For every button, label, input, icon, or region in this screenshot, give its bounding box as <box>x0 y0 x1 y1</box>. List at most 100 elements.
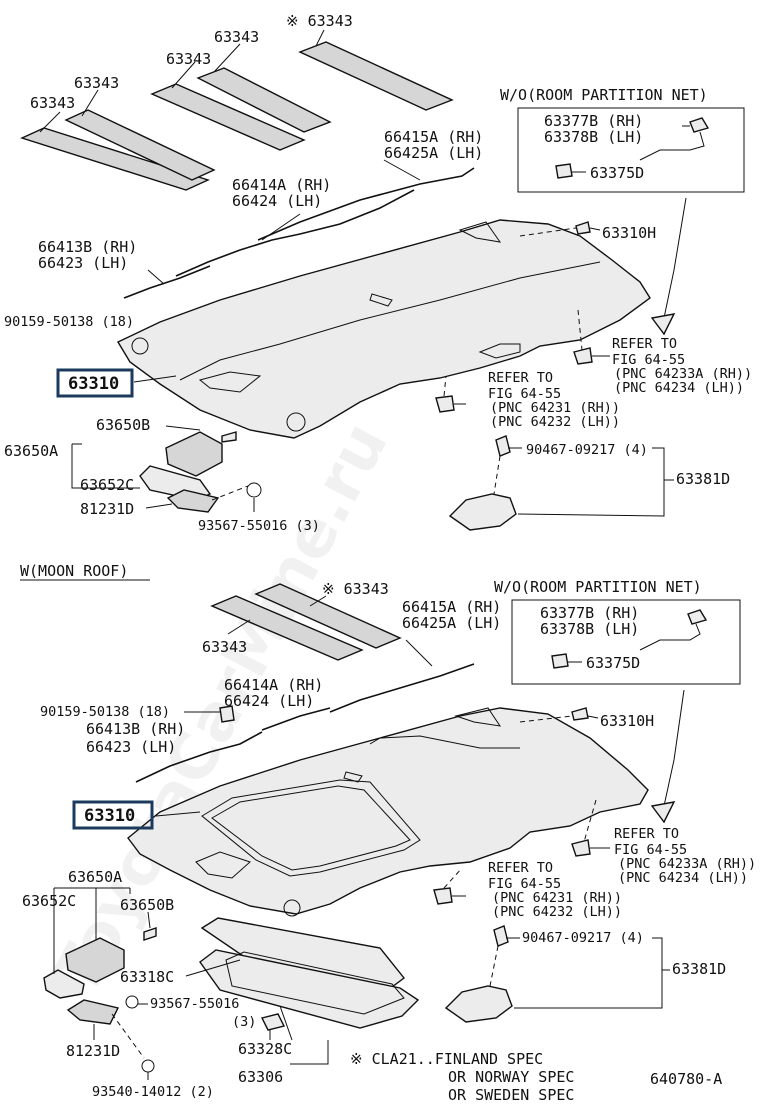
upper-label-63650a: 63650A <box>4 442 58 460</box>
lower-label-wo-partition: W/O(ROOM PARTITION NET) <box>494 578 702 596</box>
upper-label-strip-d: 63343 <box>30 94 75 112</box>
upper-lamp-63650a <box>165 431 223 477</box>
lower-part-63328c <box>260 1013 286 1031</box>
lower-label-93540: 93540-14012 (2) <box>92 1084 214 1100</box>
lower-visor-63381d <box>444 985 513 1023</box>
lower-clip-63375d <box>551 653 569 669</box>
lower-screw-93540 <box>141 1059 155 1073</box>
upper-strip-1 <box>20 127 210 191</box>
upper-label-66413b: 66413B (RH) <box>38 238 137 256</box>
lower-label-66424: 66424 (LH) <box>224 692 314 710</box>
lower-label-note-c: OR SWEDEN SPEC <box>448 1086 574 1104</box>
lower-label-refer2-b: FIG 64-55 <box>488 876 561 892</box>
upper-label-63652c: 63652C <box>80 476 134 494</box>
lower-label-refer1-b: FIG 64-55 <box>614 842 687 858</box>
upper-label-63310: 63310 <box>68 374 119 394</box>
lower-label-63381d: 63381D <box>672 960 726 978</box>
upper-visor-63381d <box>448 493 517 531</box>
lower-label-refer2-a: REFER TO <box>488 860 553 876</box>
upper-label-strip-note: ※ 63343 <box>286 12 353 30</box>
lower-clip-63310h <box>571 707 589 721</box>
upper-clip-63310h <box>575 221 591 235</box>
lower-label-63650a: 63650A <box>68 868 122 886</box>
lower-strip-2 <box>254 583 402 649</box>
lower-hook-63377b <box>687 609 708 625</box>
lower-label-63652c: 63652C <box>22 892 76 910</box>
upper-label-strip-c: 63343 <box>74 74 119 92</box>
upper-box-63310 <box>56 368 134 398</box>
upper-strip-2 <box>64 109 216 181</box>
lower-label-note-b: OR NORWAY SPEC <box>448 1068 574 1086</box>
upper-clip-63375d <box>555 163 573 179</box>
upper-label-refer1-a: REFER TO <box>612 336 677 352</box>
lower-label-63377b: 63377B (RH) <box>540 604 639 622</box>
upper-label-90467: 90467-09217 (4) <box>526 442 648 458</box>
lower-label-63650b: 63650B <box>120 896 174 914</box>
upper-rail-66415a <box>257 167 475 241</box>
lower-lamp-63650b <box>143 927 157 941</box>
lower-label-63310h: 63310H <box>600 712 654 730</box>
upper-label-refer2-a: REFER TO <box>488 370 553 386</box>
lower-diagram: W(MOON ROOF) <box>20 562 756 1104</box>
upper-lens-81231d <box>166 489 220 513</box>
upper-label-refer2-b: FIG 64-55 <box>488 386 561 402</box>
upper-label-63378b: 63378B (LH) <box>544 128 643 146</box>
lower-label-63310: 63310 <box>84 806 135 826</box>
upper-grip-refer1 <box>573 347 593 365</box>
upper-label-refer1-b: FIG 64-55 <box>612 352 685 368</box>
upper-label-66414a: 66414A (RH) <box>232 176 331 194</box>
lower-label-93567-qty: (3) <box>232 1014 256 1030</box>
lower-label-66423: 66423 (LH) <box>86 738 176 756</box>
upper-label-81231d: 81231D <box>80 500 134 518</box>
upper-partition-box <box>517 107 745 193</box>
lower-clip-90467 <box>493 925 509 947</box>
upper-label-63377b: 63377B (RH) <box>544 112 643 130</box>
upper-label-66424: 66424 (LH) <box>232 192 322 210</box>
upper-label-90159: 90159-50138 (18) <box>4 314 134 330</box>
lower-label-refer1-d: (PNC 64234 (LH)) <box>618 870 748 886</box>
upper-label-66425a: 66425A (LH) <box>384 144 483 162</box>
upper-label-refer1-c: (PNC 64233A (RH)) <box>614 366 752 382</box>
upper-strip-5 <box>298 41 454 111</box>
upper-clip-90467 <box>495 435 511 457</box>
lower-label-66414a: 66414A (RH) <box>224 676 323 694</box>
lower-label-strip-a: 63343 <box>202 638 247 656</box>
lower-label-refer2-c: (PNC 64231 (RH)) <box>492 890 622 906</box>
upper-label-strip-a: 63343 <box>214 28 259 46</box>
lower-rail-66413b <box>135 731 263 783</box>
upper-rail-66413b <box>123 265 211 299</box>
upper-strip-4 <box>196 67 332 133</box>
lower-label-refer2-d: (PNC 64232 (LH)) <box>492 904 622 920</box>
upper-label-63650b: 63650B <box>96 416 150 434</box>
upper-label-66415a: 66415A (RH) <box>384 128 483 146</box>
upper-lamp-63650b <box>221 431 237 443</box>
lower-box-63310 <box>72 800 154 830</box>
lower-grip-refer2 <box>433 887 453 905</box>
lower-label-strip-note: ※ 63343 <box>322 580 389 598</box>
lower-label-note-a: ※ CLA21..FINLAND SPEC <box>350 1050 543 1068</box>
lower-screw-93567 <box>125 995 139 1009</box>
lower-label-moon-roof: W(MOON ROOF) <box>20 562 128 580</box>
lower-label-63306: 63306 <box>238 1068 283 1086</box>
lower-label-90467: 90467-09217 (4) <box>522 930 644 946</box>
lower-shade-63306 <box>199 949 420 1029</box>
lower-strip-1 <box>210 595 364 661</box>
lower-label-90159: 90159-50138 (18) <box>40 704 170 720</box>
lower-label-refer1-c: (PNC 64233A (RH)) <box>618 856 756 872</box>
lower-partition-box <box>511 599 741 685</box>
lower-label-66425a: 66425A (LH) <box>402 614 501 632</box>
lower-bracket-63652c <box>43 969 85 999</box>
lower-label-63375d: 63375D <box>586 654 640 672</box>
lower-label-63378b: 63378B (LH) <box>540 620 639 638</box>
lower-lamp-63650a <box>65 937 125 983</box>
upper-diagram: ※ 63343 63343 63343 63343 63343 W/O(ROOM… <box>4 12 752 534</box>
lower-arrow-head <box>650 801 676 824</box>
upper-label-93567: 93567-55016 (3) <box>198 518 320 534</box>
lower-rail-66414a <box>261 707 331 731</box>
upper-rail-66414a <box>175 189 415 277</box>
lower-grip-refer1 <box>571 839 591 857</box>
upper-label-63375d: 63375D <box>590 164 644 182</box>
upper-label-63381d: 63381D <box>676 470 730 488</box>
